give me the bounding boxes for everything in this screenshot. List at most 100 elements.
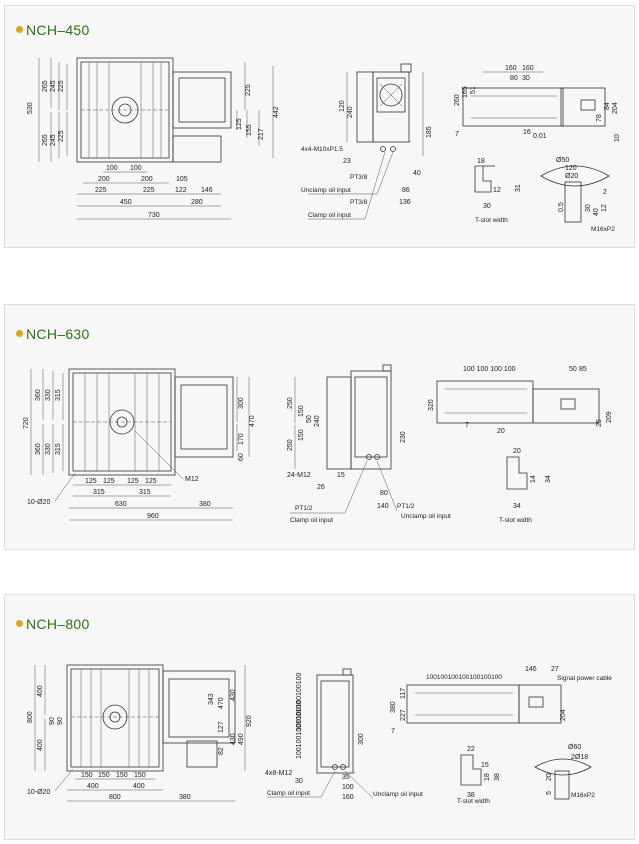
table-top-view <box>68 368 234 476</box>
dim-800: 800 <box>109 794 121 801</box>
dim-160: 160 <box>522 65 534 72</box>
dim-630: 630 <box>115 501 127 508</box>
dim-315: 315 <box>93 489 105 496</box>
dim-315: 315 <box>55 443 62 455</box>
dim-150: 150 <box>134 772 146 779</box>
dim-80: 80 <box>510 75 518 82</box>
dim-430: 430 <box>230 733 237 745</box>
dim-490: 490 <box>238 733 245 745</box>
dim-125: 125 <box>236 118 243 130</box>
dim-90: 90 <box>49 717 56 725</box>
dim-127: 127 <box>218 721 225 733</box>
unclamp-oil-label: Unclamp oil input <box>401 513 451 520</box>
nch-800-drawing: 800 400 400 90 90 150 150 150 150 400 40… <box>27 664 612 805</box>
dim-150: 150 <box>116 772 128 779</box>
dim-30: 30 <box>483 203 491 210</box>
dim-185: 185 <box>426 126 433 138</box>
spindle-detail: Ø60 2Ø18 20 5 M16xP2 <box>534 744 595 800</box>
dim-136: 136 <box>399 199 411 206</box>
dim-400: 400 <box>37 739 44 751</box>
dim-84: 84 <box>604 102 611 110</box>
dim-34: 34 <box>545 475 552 483</box>
dim-20: 20 <box>546 773 553 781</box>
dim-170: 170 <box>238 433 245 445</box>
dim-o20: Ø20 <box>565 173 578 180</box>
dim-230: 230 <box>400 431 407 443</box>
dim-5: 5 <box>546 791 553 795</box>
section-nch-450: NCH–450 530 265 <box>4 5 635 248</box>
dim-250: 250 <box>287 397 294 409</box>
dim-380: 380 <box>179 794 191 801</box>
dim-400: 400 <box>87 783 99 790</box>
dim-380: 380 <box>390 701 397 713</box>
dim-315: 315 <box>55 389 62 401</box>
hole-count-label: 10-Ø20 <box>27 789 50 796</box>
dim-18: 18 <box>477 158 485 165</box>
dimensions-bottom: 100 100 200 200 225 225 105 122 146 450 … <box>77 165 231 220</box>
dim-400: 400 <box>37 685 44 697</box>
dim-125: 125 <box>85 478 97 485</box>
section-title: NCH–630 <box>16 326 90 342</box>
dim-27: 27 <box>551 666 559 673</box>
dim-160: 160 <box>342 794 354 801</box>
pt-label: PT1/2 <box>397 503 415 510</box>
dim-150: 150 <box>298 429 305 441</box>
dim-23: 23 <box>343 158 351 165</box>
dim-100-series: 100100100100100 <box>296 700 303 759</box>
m16-thread-label: M16xP2 <box>591 226 615 233</box>
dim-100-series: 100100100100100 <box>296 672 303 731</box>
dim-o60: Ø60 <box>568 744 581 751</box>
dim-217: 217 <box>258 128 265 140</box>
dim-442: 442 <box>273 106 280 118</box>
m16-thread-label: M16xP2 <box>571 792 595 799</box>
dim-530: 530 <box>27 102 34 114</box>
dim-300: 300 <box>358 733 365 745</box>
dim-960: 960 <box>147 513 159 520</box>
clamp-oil-label: Clamp oil input <box>267 790 310 797</box>
front-view: 100 100 100 100 50 85 320 7 20 25 209 <box>428 366 613 435</box>
front-view: 100100100100100100100 146 27 Signal powe… <box>390 666 612 735</box>
dimensions-left: 530 265 245 225 265 245 225 <box>27 58 68 162</box>
dim-125: 125 <box>127 478 139 485</box>
dimensions-bottom: 125 125 125 125 315 315 630 380 960 10-Ø… <box>27 430 233 521</box>
dim-125: 125 <box>103 478 115 485</box>
dim-30: 30 <box>522 75 530 82</box>
dim-450: 450 <box>120 199 132 206</box>
front-view: 160 160 80 30 260 165 51 7 16 0.01 78 84… <box>454 65 621 142</box>
dim-7: 7 <box>465 422 469 429</box>
dim-204: 204 <box>560 709 567 721</box>
dim-280: 280 <box>191 199 203 206</box>
dim-800: 800 <box>27 711 34 723</box>
dim-31: 31 <box>515 184 522 192</box>
dim-227: 227 <box>400 709 407 721</box>
dim-15: 15 <box>337 472 345 479</box>
dim-20: 20 <box>513 448 521 455</box>
section-nch-630: NCH–630 720 360 330 <box>4 304 635 550</box>
dim-430: 430 <box>230 689 237 701</box>
dim-0.01: 0.01 <box>533 133 547 140</box>
dim-12: 12 <box>493 187 501 194</box>
pt-label: PT3/8 <box>350 174 368 181</box>
dim-82: 82 <box>218 747 225 755</box>
dim-200: 200 <box>141 176 153 183</box>
dim-150: 150 <box>81 772 93 779</box>
dim-40: 40 <box>593 208 600 216</box>
dim-209: 209 <box>606 411 613 423</box>
dim-120: 120 <box>339 100 346 112</box>
dim-720: 720 <box>23 417 30 429</box>
section-title: NCH–450 <box>16 22 90 38</box>
dim-86: 86 <box>402 187 410 194</box>
dim-100-series: 100100100100100100100 <box>426 674 502 681</box>
dim-400: 400 <box>133 783 145 790</box>
side-view: 120 240 185 4x4-M10xP1.5 23 PT3/8 Unclam… <box>301 63 433 220</box>
dim-146: 146 <box>525 666 537 673</box>
dim-38: 38 <box>494 773 501 781</box>
dim-100-series: 100 100 100 100 <box>463 366 516 373</box>
dim-380: 380 <box>199 501 211 508</box>
nch-450-drawing: 530 265 245 225 265 245 225 100 100 200 … <box>27 57 621 233</box>
dim-34: 34 <box>513 503 521 510</box>
unclamp-oil-label: Unclamp oil input <box>373 791 423 798</box>
dim-80: 80 <box>380 490 388 497</box>
dim-330: 330 <box>45 443 52 455</box>
dim-26: 26 <box>317 484 325 491</box>
